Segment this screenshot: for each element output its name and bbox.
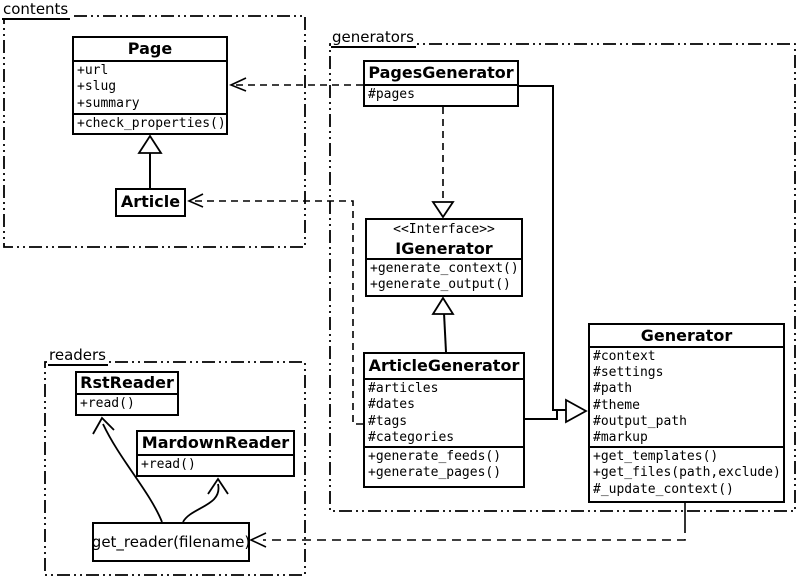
- attribute: #markup: [593, 430, 648, 446]
- class-pagesgenerator-attributes: #pages: [365, 86, 517, 105]
- attribute: #articles: [368, 381, 439, 396]
- attribute: #pages: [368, 87, 415, 102]
- class-article-name: Article: [120, 192, 181, 211]
- dependency-line-generator-getreader: [263, 524, 686, 541]
- class-page-name: Page: [74, 38, 226, 62]
- interface-igenerator-header: <<Interface>> IGenerator: [367, 220, 521, 260]
- package-border-generators: [329, 43, 796, 512]
- call-arrowhead-mardownreader: [207, 477, 229, 495]
- inheritance-triangle-generator: [565, 398, 588, 424]
- call-arrowhead-rstreader: [92, 416, 115, 435]
- attribute: #dates: [368, 397, 415, 413]
- class-page-attributes: +url +slug +summary: [74, 62, 226, 115]
- attribute: #output_path: [593, 413, 687, 429]
- interface-igenerator-name: IGenerator: [395, 239, 493, 258]
- method: +get_files(path,exclude): [593, 465, 781, 481]
- class-articlegenerator-methods: +generate_feeds() +generate_pages(): [365, 448, 523, 484]
- method: #_update_context(): [593, 481, 734, 497]
- inheritance-triangle-page: [137, 134, 163, 154]
- interface-igenerator-methods: +generate_context() +generate_output(): [367, 260, 521, 295]
- class-mardownreader: MardownReader +read(): [136, 430, 295, 477]
- method: +check_properties(): [77, 116, 226, 131]
- class-mardownreader-name: MardownReader: [138, 432, 293, 456]
- class-pagesgenerator-name: PagesGenerator: [365, 62, 517, 86]
- attribute: #tags: [368, 413, 408, 429]
- class-page-methods: +check_properties(): [74, 115, 226, 133]
- class-page: Page +url +slug +summary +check_properti…: [72, 36, 228, 135]
- attribute: #path: [593, 381, 633, 397]
- class-articlegenerator: ArticleGenerator #articles #dates #tags …: [363, 352, 525, 488]
- attribute: #theme: [593, 397, 640, 413]
- class-articlegenerator-attributes: #articles #dates #tags #categories: [365, 380, 523, 448]
- attribute: #settings: [593, 365, 664, 381]
- method: +generate_pages(): [368, 465, 502, 481]
- realization-triangle-igenerator: [431, 201, 455, 219]
- class-rstreader-name: RstReader: [77, 373, 177, 395]
- class-generator-name: Generator: [590, 325, 783, 348]
- method: +read(): [141, 457, 196, 472]
- call-curve-getreader-rstreader: [102, 423, 163, 523]
- interface-stereotype: <<Interface>>: [393, 222, 495, 237]
- method: +generate_feeds(): [368, 449, 502, 464]
- class-generator-attributes: #context #settings #path #theme #output_…: [590, 348, 783, 448]
- dependency-arrowhead-getreader: [249, 532, 267, 548]
- method: +generate_output(): [370, 277, 511, 293]
- function-get-reader: get_reader(filename): [92, 522, 250, 562]
- inheritance-line-articlegenerator-igenerator: [443, 312, 447, 353]
- method: +get_templates(): [593, 449, 719, 464]
- package-label-contents: contents: [2, 0, 71, 20]
- package-border-contents: [3, 15, 306, 248]
- method: +read(): [80, 396, 135, 411]
- class-rstreader-methods: +read(): [77, 395, 177, 414]
- dependency-arrowhead-page: [228, 77, 247, 92]
- package-border-readers: [44, 361, 306, 576]
- package-label-generators: generators: [331, 28, 416, 48]
- interface-igenerator: <<Interface>> IGenerator +generate_conte…: [365, 218, 523, 297]
- class-generator-methods: +get_templates() +get_files(path,exclude…: [590, 448, 783, 501]
- class-pagesgenerator: PagesGenerator #pages: [363, 60, 519, 107]
- dependency-line-articlegenerator-article: [192, 200, 363, 425]
- attribute: +slug: [77, 79, 117, 95]
- class-article: Article: [115, 188, 186, 217]
- attribute: +summary: [77, 95, 140, 111]
- inheritance-line-articlegenerator-generator: [525, 410, 558, 420]
- attribute: +url: [77, 63, 109, 78]
- class-articlegenerator-name: ArticleGenerator: [365, 354, 523, 380]
- attribute: #categories: [368, 430, 455, 446]
- class-generator: Generator #context #settings #path #them…: [588, 323, 785, 503]
- inheritance-line-pagesgenerator-generator: [518, 85, 566, 411]
- inheritance-triangle-igenerator: [431, 296, 455, 315]
- dependency-arrowhead-article: [187, 193, 204, 208]
- package-label-readers: readers: [48, 346, 108, 366]
- method: +generate_context(): [370, 261, 519, 276]
- class-rstreader: RstReader +read(): [75, 371, 179, 416]
- class-mardownreader-methods: +read(): [138, 456, 293, 475]
- attribute: #context: [593, 349, 656, 364]
- call-curve-getreader-mardownreader: [182, 483, 220, 523]
